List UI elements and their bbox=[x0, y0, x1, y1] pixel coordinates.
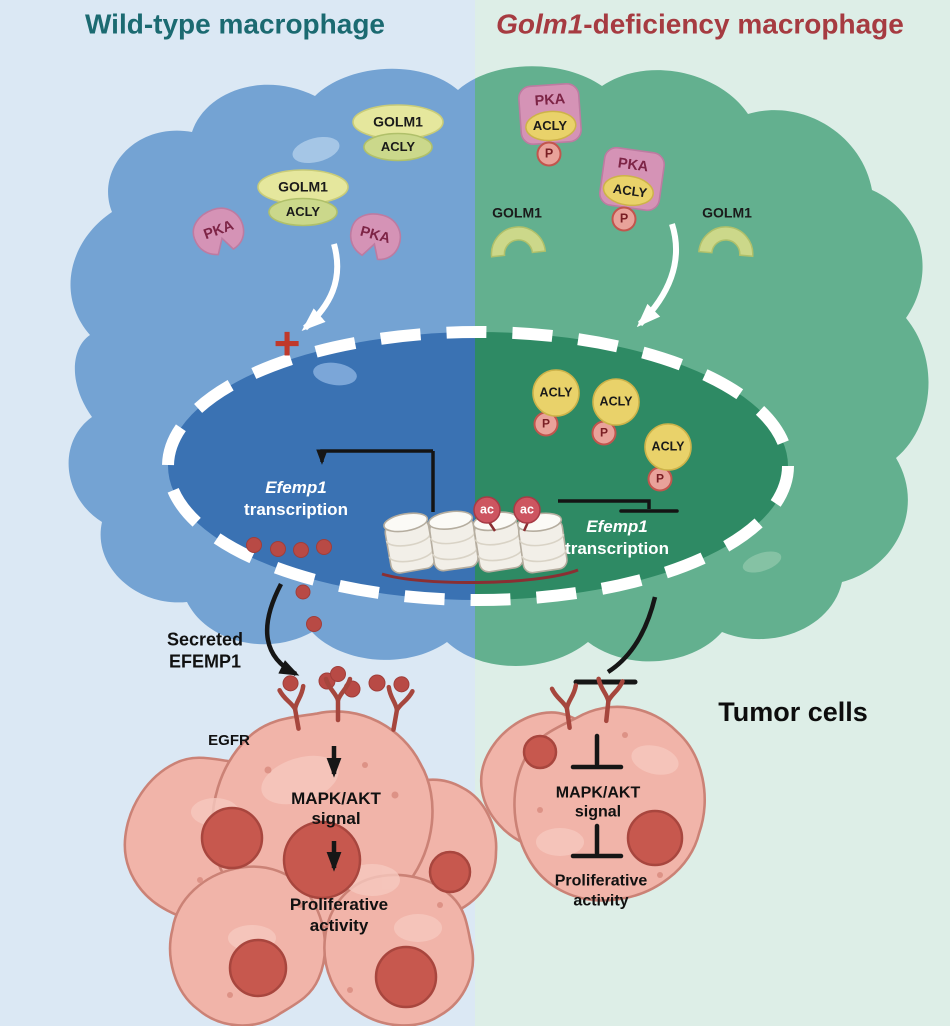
egfr-receptor-bound bbox=[386, 676, 415, 732]
acetylation-marks bbox=[473, 496, 541, 532]
cell-highlights bbox=[536, 745, 679, 856]
nucleosome bbox=[426, 507, 480, 573]
tumor-cell-nuclei bbox=[200, 806, 472, 1009]
golm1-acly-complex-1 bbox=[352, 104, 444, 162]
egfr-receptor-empty bbox=[549, 683, 579, 730]
nuclear-import-arrow-right bbox=[636, 223, 679, 328]
tumor-cluster-right bbox=[454, 683, 729, 922]
cell-highlights bbox=[191, 755, 442, 951]
tumor-cluster-left bbox=[102, 703, 524, 1026]
egfr-receptor-bound bbox=[323, 666, 353, 723]
egfr-receptor-bound bbox=[277, 675, 306, 731]
organelle-spot bbox=[742, 551, 782, 573]
cell-speckles bbox=[197, 762, 443, 998]
cell-speckles bbox=[537, 732, 663, 878]
phospho-mark bbox=[611, 206, 637, 232]
organelle-spot bbox=[292, 136, 340, 164]
efemp1-dots-row bbox=[246, 537, 332, 558]
secretion-arrow bbox=[265, 582, 300, 677]
phospho-acly-group bbox=[532, 369, 692, 492]
transcription-inhibition-bar bbox=[558, 499, 679, 513]
tumor-inhibition-bar bbox=[573, 596, 658, 685]
transcription-arrow bbox=[316, 449, 433, 465]
nucleolus-spot bbox=[313, 362, 357, 386]
tumor-cell-nuclei bbox=[522, 734, 684, 867]
pka-acly-complex-1 bbox=[518, 82, 582, 146]
golm1-acly-complex-2 bbox=[257, 169, 349, 227]
egfr-receptor-empty bbox=[596, 676, 625, 724]
signal-inhibition bbox=[570, 733, 624, 859]
pka-acly-complex-2 bbox=[599, 146, 665, 212]
dna-strand bbox=[381, 568, 579, 585]
phospho-mark bbox=[536, 141, 562, 167]
nucleosome bbox=[381, 509, 437, 576]
nuclear-import-arrow-left bbox=[301, 243, 341, 331]
